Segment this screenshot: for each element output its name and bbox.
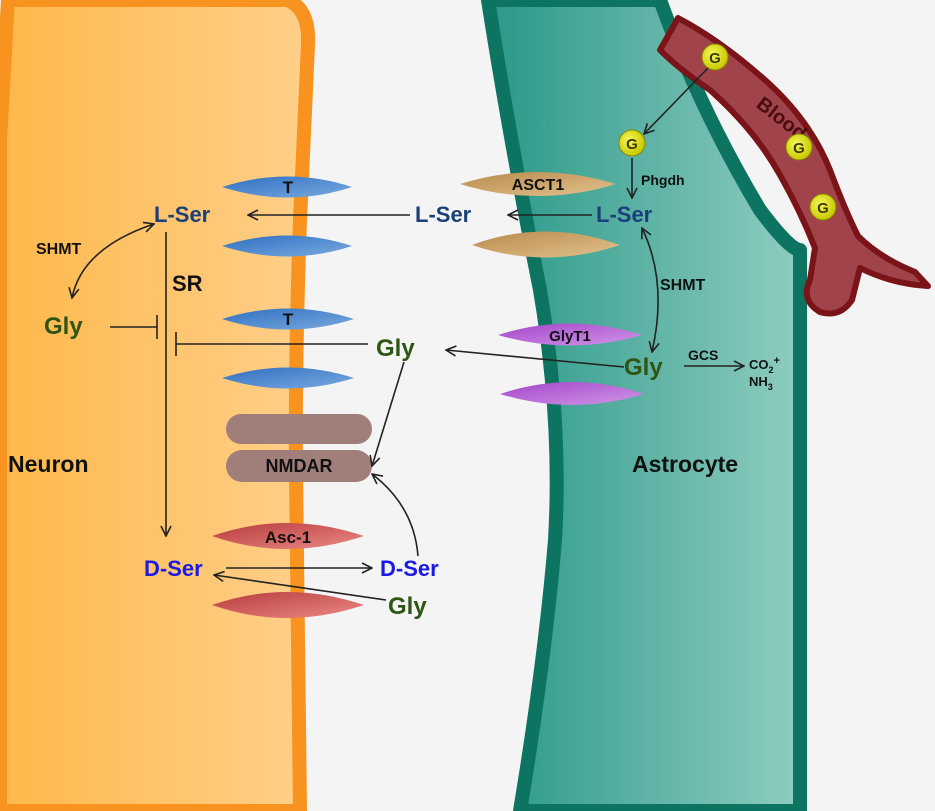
shmt-neuron-label: SHMT <box>36 241 82 258</box>
glucose-molecules: G G G G <box>618 43 837 221</box>
gcs-label: GCS <box>688 347 718 363</box>
asct1-label: ASCT1 <box>512 177 565 194</box>
astrocyte-cell <box>481 0 807 811</box>
sr-label: SR <box>172 271 203 296</box>
asct1-transporter: ASCT1 <box>460 172 620 258</box>
asc1-transporter: Asc-1 <box>212 523 364 618</box>
lser-extracellular-label: L-Ser <box>415 202 472 227</box>
nmdar-label: NMDAR <box>266 456 333 476</box>
glyt1-label: GlyT1 <box>549 328 591 345</box>
dser-neuron-label: D-Ser <box>144 556 203 581</box>
neuron-label: Neuron <box>8 451 89 477</box>
arrow-dser-nmdar <box>372 474 419 557</box>
astrocyte-label: Astrocyte <box>632 451 738 477</box>
transporter-t-middle: T <box>222 308 354 389</box>
blood-vessel <box>657 15 931 317</box>
glucose-g3: G <box>793 140 805 157</box>
nmdar-receptor: NMDAR <box>226 414 372 482</box>
lser-astrocyte-label: L-Ser <box>596 202 653 227</box>
svg-text:NH3: NH3 <box>749 374 773 392</box>
svg-text:CO2+: CO2+ <box>749 355 780 375</box>
shmt-astrocyte-label: SHMT <box>660 277 706 294</box>
neuron-cell <box>0 0 316 811</box>
glucose-g1: G <box>709 50 721 67</box>
lser-neuron-label: L-Ser <box>154 202 211 227</box>
dser-extracellular-label: D-Ser <box>380 556 439 581</box>
arrow-gly-nmdar <box>372 361 405 466</box>
gly-extracellular-label: Gly <box>376 335 415 362</box>
pathway-arrows <box>72 67 744 601</box>
glucose-g2: G <box>626 136 638 153</box>
transporter-t-upper: T <box>222 176 352 257</box>
gly-astrocyte-label: Gly <box>624 354 663 381</box>
phgdh-label: Phgdh <box>641 172 685 188</box>
arrow-shmt-astro <box>642 228 658 352</box>
arrow-shmt-neuron <box>72 224 154 298</box>
gly-bottom-label: Gly <box>388 593 427 620</box>
co2-nh3-products: CO2+ NH3 <box>749 355 780 392</box>
arrow-gly-export <box>446 350 625 368</box>
transporter-t-label: T <box>283 178 294 197</box>
transporter-t-label-2: T <box>283 310 294 329</box>
glyt1-transporter: GlyT1 <box>498 323 644 405</box>
arrow-glucose-uptake <box>644 67 709 134</box>
gly-neuron-label: Gly <box>44 313 83 340</box>
asc1-label: Asc-1 <box>265 528 311 547</box>
arrow-gly-exchange <box>214 575 387 601</box>
glucose-g4: G <box>817 200 829 217</box>
